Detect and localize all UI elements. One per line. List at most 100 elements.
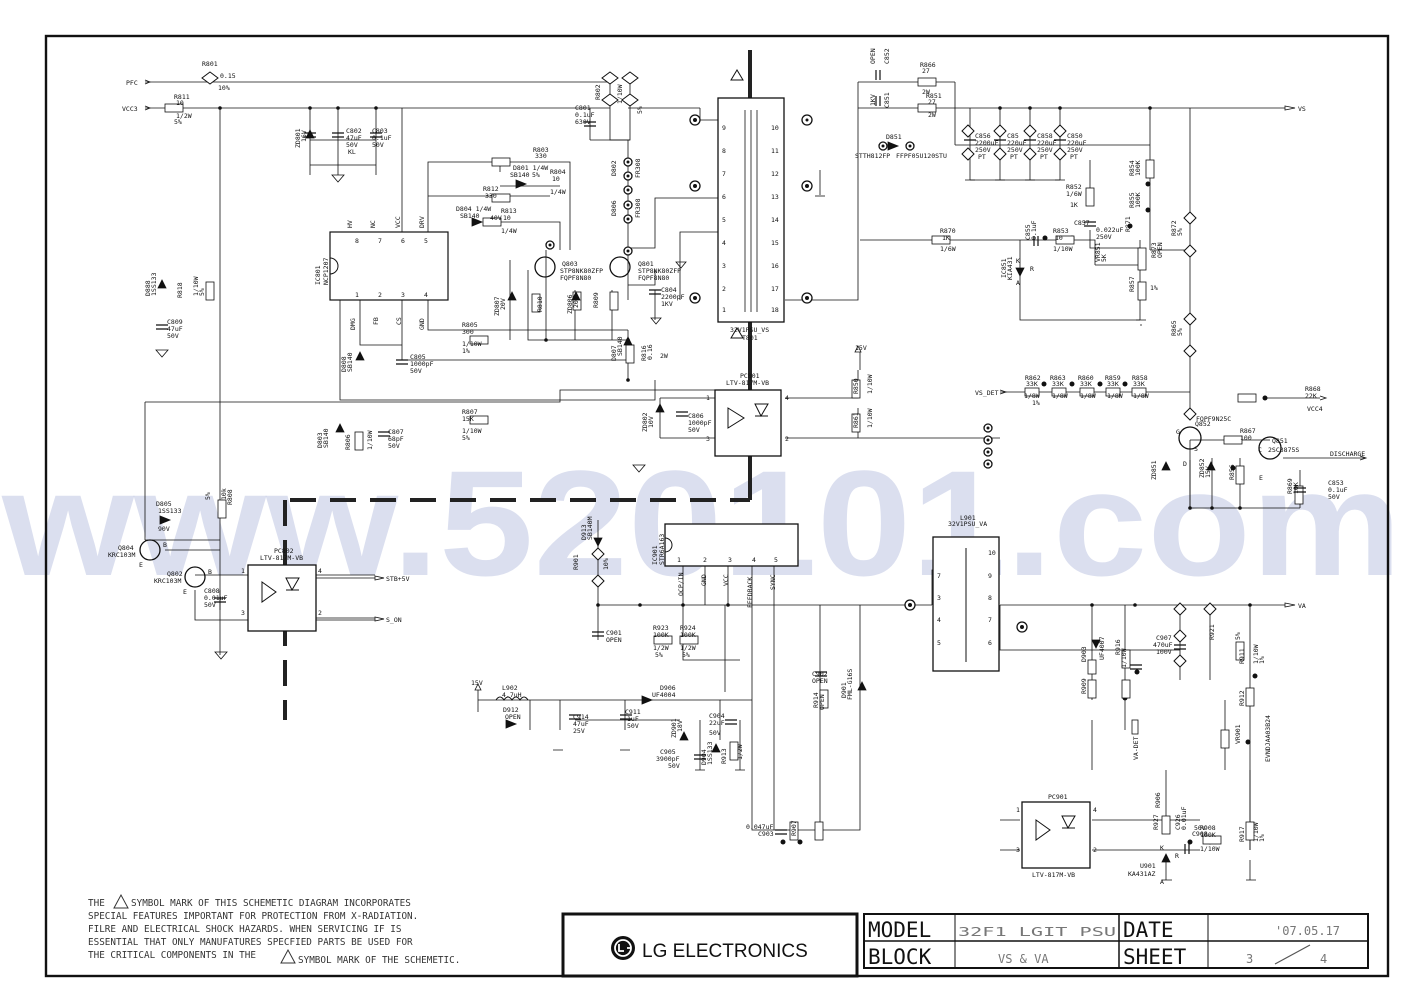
svg-text:5%: 5%: [198, 288, 206, 296]
svg-text:STP8NK80ZFP: STP8NK80ZFP: [638, 267, 681, 275]
svg-text:10: 10: [503, 214, 511, 222]
svg-text:KA431AZ: KA431AZ: [1128, 870, 1155, 878]
ic801-part: NCP1207: [322, 258, 330, 285]
svg-text:R803: R803: [533, 146, 549, 154]
svg-text:2W: 2W: [922, 88, 930, 96]
svg-text:2200pF: 2200pF: [661, 293, 685, 301]
svg-text:SB140M: SB140M: [586, 516, 594, 540]
svg-text:S: S: [1194, 445, 1198, 453]
inductor-l902: [495, 696, 529, 701]
svg-text:R866: R866: [920, 61, 936, 69]
svg-text:1/2W: 1/2W: [736, 744, 744, 760]
svg-text:C802: C802: [346, 127, 362, 135]
part-labels-vs: OPEN C852 R866 27 2W 1KV C851 R851 27 2W…: [852, 48, 1348, 501]
svg-text:R872: R872: [1170, 220, 1178, 236]
svg-text:100K: 100K: [1134, 160, 1142, 176]
svg-text:16V: 16V: [300, 130, 308, 142]
date-label: DATE: [1123, 918, 1174, 942]
svg-text:C908: C908: [1192, 830, 1208, 838]
svg-text:R856: R856: [1228, 464, 1236, 480]
svg-text:C851: C851: [883, 92, 891, 108]
svg-text:2: 2: [785, 435, 789, 443]
svg-text:C807: C807: [388, 428, 404, 436]
svg-text:OPEN: OPEN: [606, 636, 622, 644]
svg-text:C805: C805: [410, 353, 426, 361]
svg-text:C905: C905: [660, 748, 676, 756]
svg-text:C904: C904: [709, 712, 725, 720]
svg-text:5%: 5%: [462, 434, 470, 442]
svg-text:R859: R859: [1105, 374, 1121, 382]
svg-text:3: 3: [722, 262, 726, 270]
svg-text:ZD802: ZD802: [641, 412, 649, 432]
svg-text:R916: R916: [1114, 639, 1122, 655]
ic901-gnd: GND: [700, 574, 708, 586]
svg-text:R850: R850: [852, 378, 860, 394]
svg-text:FR308: FR308: [634, 198, 642, 218]
svg-text:ZD851: ZD851: [1150, 460, 1158, 480]
svg-text:R855: R855: [1128, 192, 1136, 208]
svg-text:3: 3: [706, 435, 710, 443]
pin-cs: CS: [395, 317, 403, 325]
svg-text:0.01uF: 0.01uF: [204, 594, 228, 602]
part-labels-va: L901 32V1PSU_VA D913 SB140M R901 10% R92…: [502, 514, 1272, 879]
svg-text:UF4004: UF4004: [652, 691, 676, 699]
svg-text:E: E: [183, 588, 187, 596]
svg-text:2W: 2W: [660, 352, 668, 360]
svg-text:R813: R813: [501, 207, 517, 215]
svg-text:R804: R804: [550, 168, 566, 176]
ic901-feedback: FEEDBACK: [746, 577, 754, 608]
svg-text:50V: 50V: [709, 729, 721, 737]
svg-text:220uF: 220uF: [1007, 139, 1027, 147]
svg-text:D808: D808: [340, 356, 348, 372]
svg-text:250V: 250V: [1007, 146, 1023, 154]
svg-text:0.1uF: 0.1uF: [372, 134, 392, 142]
svg-text:C926: C926: [1174, 814, 1182, 830]
svg-text:7: 7: [988, 616, 992, 624]
svg-text:0.1uF: 0.1uF: [1030, 220, 1038, 240]
svg-text:27: 27: [922, 67, 930, 75]
net-vcc3: VCC3: [122, 105, 138, 113]
svg-text:16: 16: [771, 262, 779, 270]
svg-text:1/10W: 1/10W: [462, 427, 482, 435]
svg-text:4: 4: [318, 567, 322, 575]
svg-text:1%: 1%: [1032, 399, 1040, 407]
svg-text:50V: 50V: [688, 426, 700, 434]
svg-text:R801: R801: [202, 60, 218, 68]
svg-text:C852: C852: [883, 48, 891, 64]
svg-text:C853: C853: [1328, 479, 1344, 487]
svg-text:D805: D805: [156, 500, 172, 508]
ic901-pin2: 2: [703, 556, 707, 564]
svg-text:R857: R857: [1128, 276, 1136, 292]
svg-text:17: 17: [771, 285, 779, 293]
svg-text:1: 1: [241, 567, 245, 575]
svg-text:Q804: Q804: [118, 544, 134, 552]
svg-text:D906: D906: [660, 684, 676, 692]
svg-text:LTV-817M-VB: LTV-817M-VB: [1032, 871, 1075, 879]
svg-text:STP8NK80ZFP: STP8NK80ZFP: [560, 267, 603, 275]
svg-text:E: E: [139, 561, 143, 569]
net-va-det: VA-DET: [1132, 736, 1140, 760]
svg-text:100: 100: [1240, 434, 1252, 442]
svg-text:6: 6: [722, 193, 726, 201]
svg-text:20V: 20V: [572, 296, 580, 308]
svg-text:27: 27: [928, 98, 936, 106]
sheet-number: 3: [1246, 952, 1253, 966]
svg-text:C850: C850: [1067, 132, 1083, 140]
svg-text:50V: 50V: [627, 722, 639, 730]
svg-text:2SC3875S: 2SC3875S: [1268, 446, 1299, 454]
svg-text:10k: 10k: [220, 488, 228, 500]
ic901-ocp: OCP/IN: [677, 572, 685, 596]
svg-text:100K: 100K: [1134, 192, 1142, 208]
svg-text:C903: C903: [758, 830, 774, 838]
svg-text:4: 4: [722, 239, 726, 247]
transformer-t801: [717, 69, 785, 339]
t801-label: T801: [742, 334, 758, 342]
svg-text:10: 10: [988, 549, 996, 557]
sheet-total: 4: [1320, 952, 1327, 966]
svg-text:18: 18: [771, 306, 779, 314]
svg-text:D903: D903: [1080, 646, 1088, 662]
svg-text:11: 11: [771, 147, 779, 155]
svg-text:R807: R807: [462, 408, 478, 416]
svg-text:20V: 20V: [499, 298, 507, 310]
svg-text:C855: C855: [1024, 224, 1032, 240]
